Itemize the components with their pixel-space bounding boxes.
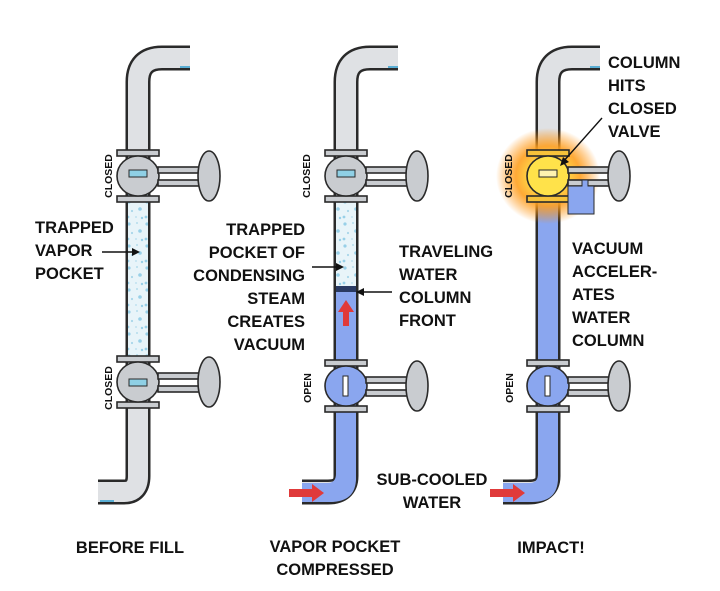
bottom-valve-closed bbox=[116, 355, 221, 409]
callout-line: POCKET OF bbox=[209, 244, 305, 262]
callout-line: FRONT bbox=[399, 312, 456, 330]
panel-caption: COMPRESSED bbox=[276, 561, 393, 579]
pointer-arrowhead bbox=[336, 263, 344, 271]
callout-line: WATER bbox=[399, 266, 457, 284]
flow-up-arrow bbox=[338, 300, 354, 326]
vapor-pocket bbox=[128, 176, 148, 382]
callout-line: VAPOR bbox=[35, 242, 93, 260]
inlet-flow-arrow bbox=[289, 484, 324, 502]
callout-line: COLUMN bbox=[608, 54, 680, 72]
callout-line: VACUUM bbox=[234, 336, 305, 354]
callout-line: CONDENSING bbox=[193, 267, 305, 285]
pointer-arrowhead bbox=[560, 157, 569, 166]
pointer-arrowhead bbox=[132, 248, 140, 256]
callout-line: SUB-COOLED bbox=[377, 471, 488, 489]
callout-line: ACCELER- bbox=[572, 263, 657, 281]
bottom-valve-label: OPEN bbox=[302, 373, 314, 403]
top-valve-label: CLOSED bbox=[103, 154, 115, 198]
pointer-arrowhead bbox=[356, 288, 364, 296]
callout-line: COLUMN bbox=[399, 289, 471, 307]
bottom-valve-open bbox=[324, 359, 429, 413]
panel-caption: VAPOR POCKET bbox=[270, 538, 401, 556]
panel-caption: BEFORE FILL bbox=[76, 539, 184, 557]
water-column-front bbox=[336, 286, 356, 292]
pointer-line bbox=[561, 117, 603, 164]
bottom-valve-open bbox=[526, 359, 631, 413]
lock-icon bbox=[567, 179, 595, 215]
top-valve-label: CLOSED bbox=[301, 154, 313, 198]
callout-line: HITS bbox=[608, 77, 646, 95]
panel-vapor-pocket-compressed: CLOSED OPEN TRAPPED POCKET OF CONDENSING… bbox=[193, 45, 493, 579]
bottom-valve-label: CLOSED bbox=[103, 366, 115, 410]
callout-line: STEAM bbox=[247, 290, 305, 308]
callout-line: VALVE bbox=[608, 123, 661, 141]
callout-line: VACUUM bbox=[572, 240, 643, 258]
callout-line: COLUMN bbox=[572, 332, 644, 350]
callout-line: POCKET bbox=[35, 265, 104, 283]
bottom-valve-label: OPEN bbox=[504, 373, 516, 403]
vapor-pocket bbox=[336, 176, 356, 292]
top-valve-closed bbox=[116, 149, 221, 203]
callout-line: TRAVELING bbox=[399, 243, 493, 261]
top-valve-closed bbox=[324, 149, 429, 203]
callout-line: WATER bbox=[403, 494, 461, 512]
callout-line: ATES bbox=[572, 286, 615, 304]
callout-line: CLOSED bbox=[608, 100, 677, 118]
water-column bbox=[302, 292, 356, 502]
top-valve-label: CLOSED bbox=[503, 154, 515, 198]
callout-line: TRAPPED bbox=[35, 219, 114, 237]
panel-impact: CLOSED OPEN COLUMN HITS CLOSED VALVE VAC… bbox=[377, 45, 680, 557]
inlet-flow-arrow bbox=[490, 484, 525, 502]
callout-line: TRAPPED bbox=[226, 221, 305, 239]
callout-line: CREATES bbox=[227, 313, 305, 331]
panel-before-fill: CLOSED CLOSED TRAPPED VAPOR POCKET BEFOR… bbox=[35, 45, 221, 557]
water-column bbox=[503, 190, 558, 502]
panel-caption: IMPACT! bbox=[517, 539, 585, 557]
callout-line: WATER bbox=[572, 309, 630, 327]
